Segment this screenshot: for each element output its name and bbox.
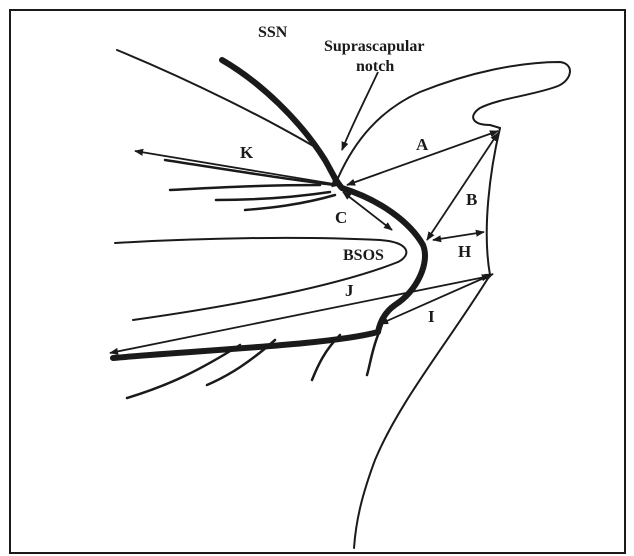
glenoid-rim [487,128,500,275]
scapula-superior-border [117,50,335,175]
label-c: C [335,208,347,227]
scapula-lateral-border [354,275,490,548]
label-suprascapular-notch-line2: notch [356,58,394,75]
spine-of-scapula-lower [133,262,398,320]
suprascapular-notch-pointer [342,72,378,150]
distance-arrow-i [380,274,493,324]
suprascapular-nerve [113,60,425,358]
label-ssn: SSN [258,24,288,41]
label-b: B [466,190,477,209]
label-a: A [416,135,429,154]
distance-arrow-k [135,151,340,185]
label-suprascapular-notch-line1: Suprascapular [324,38,424,55]
infraspinatus-branch-4 [367,335,378,375]
label-j: J [345,281,354,300]
label-h: H [458,242,471,261]
distance-arrow-h [433,232,484,240]
supraspinatus-branch-2 [170,185,320,190]
label-i: I [428,307,435,326]
scapula-acromion-outline [338,62,570,178]
label-k: K [240,143,254,162]
supraspinatus-branch-3 [216,192,330,200]
supraspinatus-branch-1 [165,160,335,185]
label-bsos: BSOS [343,247,384,264]
